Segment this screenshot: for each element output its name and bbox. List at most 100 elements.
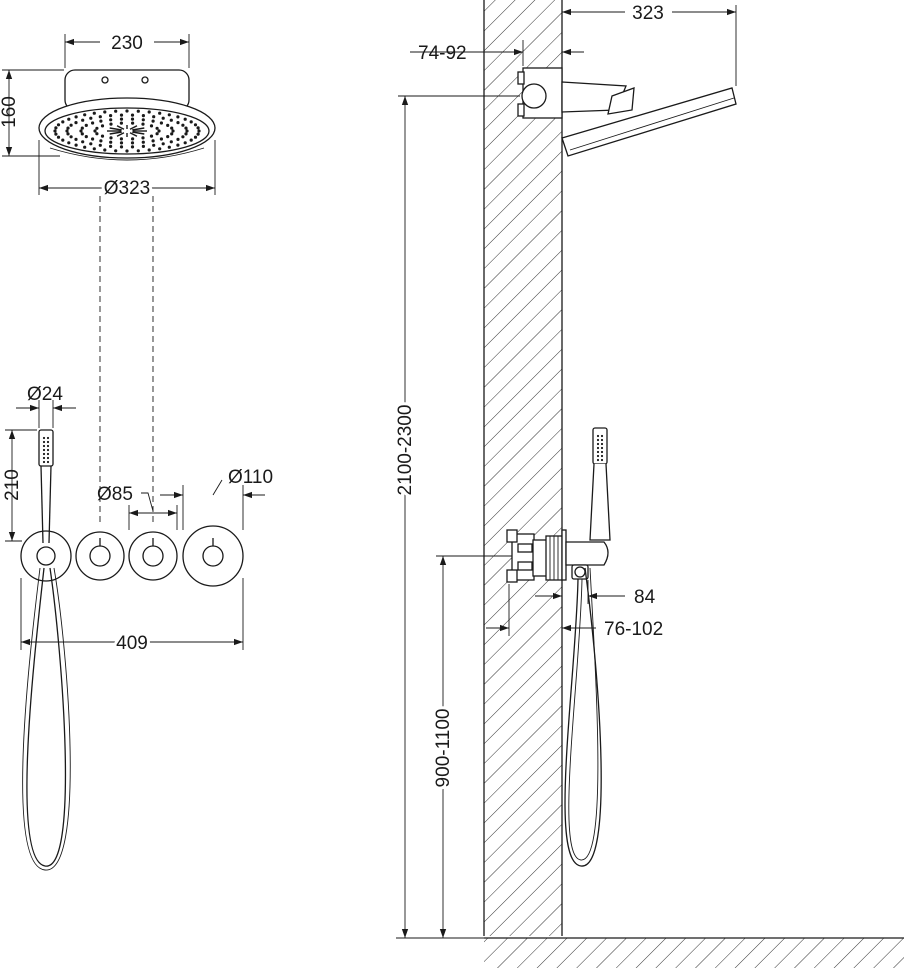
nozzle-dot bbox=[149, 124, 154, 128]
grip-dot bbox=[596, 458, 600, 462]
nozzle-dot bbox=[181, 135, 185, 139]
nozzle-dot bbox=[109, 114, 113, 118]
nozzle-dot bbox=[169, 140, 173, 144]
nozzle-dot bbox=[130, 141, 135, 145]
dimension-valve-height: 900-1100 bbox=[430, 555, 512, 938]
nozzle-dot bbox=[158, 147, 162, 151]
dimension-label: 160 bbox=[0, 96, 20, 128]
nozzle-dot bbox=[99, 139, 103, 143]
nozzle-dot bbox=[147, 148, 151, 152]
grip-dot bbox=[42, 460, 46, 464]
wall-outlet-rosette bbox=[20, 530, 72, 582]
nozzle-stroke bbox=[129, 125, 138, 130]
nozzle-stroke bbox=[116, 132, 125, 137]
nozzle-dot bbox=[103, 148, 107, 152]
nozzle-dot bbox=[119, 141, 124, 145]
grip-dot bbox=[42, 436, 46, 440]
nozzle-stroke bbox=[116, 125, 125, 130]
grip-dot bbox=[600, 450, 604, 454]
nozzle-dot bbox=[119, 113, 124, 117]
nozzle-dot bbox=[109, 144, 113, 148]
nozzle-dot bbox=[89, 142, 93, 146]
nozzle-dot bbox=[65, 129, 69, 133]
grip-dot bbox=[46, 440, 50, 444]
nozzle-dot bbox=[141, 114, 145, 118]
mount-screw bbox=[101, 76, 109, 84]
nozzle-stroke bbox=[132, 127, 145, 131]
nozzle-dot bbox=[167, 145, 171, 149]
nozzle-dot bbox=[136, 149, 140, 153]
nozzle-dot bbox=[171, 129, 175, 133]
nozzle-dot bbox=[74, 137, 78, 141]
nozzle-dot bbox=[74, 143, 78, 147]
nozzle-dot bbox=[161, 142, 165, 146]
nozzle-dot bbox=[119, 117, 124, 121]
nozzle-dot bbox=[189, 138, 193, 142]
nozzle-dot bbox=[183, 117, 187, 121]
nozzle-dot bbox=[95, 132, 99, 136]
grip-dot bbox=[600, 442, 604, 446]
grip-dot bbox=[46, 460, 50, 464]
dimension-label: 76-102 bbox=[604, 619, 663, 640]
dimension-rosette-diameter: Ø110 bbox=[160, 467, 273, 530]
nozzle-dot bbox=[67, 141, 71, 145]
front-view: 230 160 Ø323 bbox=[0, 33, 273, 871]
nozzle-dot bbox=[98, 115, 102, 119]
nozzle-dot bbox=[161, 116, 165, 120]
valve-1 bbox=[75, 531, 125, 581]
nozzle-dot bbox=[196, 132, 200, 136]
nozzle-pattern bbox=[53, 109, 201, 153]
nozzle-dot bbox=[53, 129, 57, 133]
nozzle-dot bbox=[167, 113, 171, 117]
nozzle-dot bbox=[159, 121, 163, 125]
side-view: 323 74-92 2100-2300 bbox=[392, 0, 904, 968]
nozzle-dot bbox=[66, 126, 70, 130]
shower-head-front bbox=[38, 69, 216, 161]
dimension-label: Ø323 bbox=[104, 178, 150, 199]
nozzle-stroke bbox=[109, 131, 122, 135]
nozzle-dot bbox=[93, 129, 97, 133]
grip-dot bbox=[42, 452, 46, 456]
nozzle-dot bbox=[80, 132, 84, 136]
dimension-label: 900-1100 bbox=[433, 709, 454, 788]
nozzle-dot bbox=[92, 111, 96, 115]
nozzle-dot bbox=[74, 115, 78, 119]
dimension-label: 84 bbox=[634, 587, 656, 608]
wall-section bbox=[484, 0, 562, 936]
nozzle-dot bbox=[109, 122, 113, 126]
nozzle-dot bbox=[166, 123, 170, 127]
grip-dot bbox=[42, 444, 46, 448]
dimension-label: Ø24 bbox=[27, 384, 63, 405]
nozzle-dot bbox=[61, 120, 65, 124]
grip-dot bbox=[42, 448, 46, 452]
nozzle-stroke bbox=[132, 131, 145, 135]
grip-dot bbox=[600, 454, 604, 458]
nozzle-dot bbox=[98, 143, 102, 147]
nozzle-dot bbox=[181, 123, 185, 127]
nozzle-dot bbox=[114, 109, 118, 113]
nozzle-dot bbox=[119, 121, 123, 125]
nozzle-dot bbox=[114, 149, 118, 153]
dimension-handshower-diameter: Ø24 bbox=[16, 384, 76, 428]
nozzle-dot bbox=[54, 126, 58, 130]
nozzle-dot bbox=[197, 129, 201, 133]
grip-dot bbox=[42, 456, 46, 460]
nozzle-dot bbox=[56, 123, 61, 127]
grip-dot bbox=[600, 446, 604, 450]
nozzle-dot bbox=[169, 118, 173, 122]
nozzle-dot bbox=[159, 137, 163, 141]
dimension-handshower-height: 210 bbox=[2, 429, 37, 542]
shower-head-rim bbox=[49, 147, 205, 161]
nozzle-dot bbox=[74, 121, 78, 125]
nozzle-dot bbox=[100, 124, 105, 128]
dimension-head-height-side: 2100-2300 bbox=[392, 95, 520, 938]
nozzle-dot bbox=[100, 134, 105, 138]
nozzle-dot bbox=[56, 135, 61, 139]
nozzle-dot bbox=[149, 134, 154, 138]
nozzle-dot bbox=[151, 139, 155, 143]
mount-screw bbox=[141, 76, 149, 84]
nozzle-dot bbox=[69, 135, 73, 139]
grip-dot bbox=[46, 436, 50, 440]
hand-shower-front bbox=[20, 429, 72, 871]
nozzle-dot bbox=[81, 140, 85, 144]
